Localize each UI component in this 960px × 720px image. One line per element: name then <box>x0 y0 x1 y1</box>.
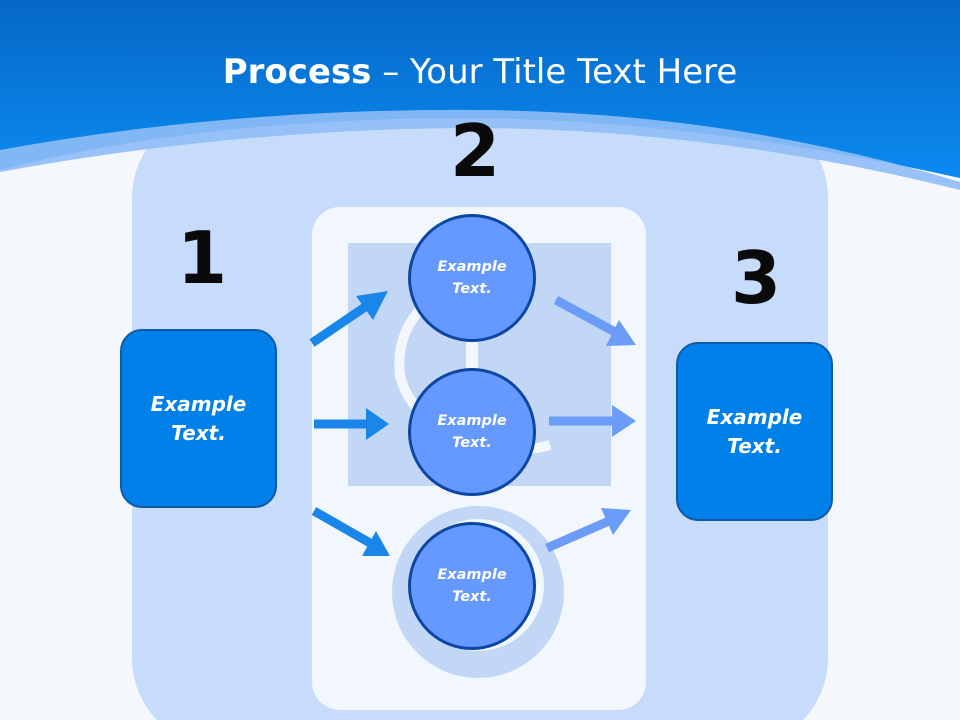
step-number-3: 3 <box>731 236 782 320</box>
header-swoosh <box>0 109 960 190</box>
arrows-out <box>545 296 636 553</box>
step-2-circle-top: Example Text. <box>408 214 536 342</box>
title-rest: – Your Title Text Here <box>371 52 738 92</box>
title-bold: Process <box>222 52 372 92</box>
step-number-1: 1 <box>177 216 228 300</box>
step-number-2: 2 <box>450 109 501 193</box>
arrows-in <box>309 291 390 556</box>
step-2-circle-middle: Example Text. <box>408 368 536 496</box>
step-3-box: Example Text. <box>676 342 833 521</box>
step-2-circle-bottom: Example Text. <box>408 522 536 650</box>
step-1-box: Example Text. <box>120 329 277 508</box>
slide-title: Process – Your Title Text Here <box>0 52 960 92</box>
